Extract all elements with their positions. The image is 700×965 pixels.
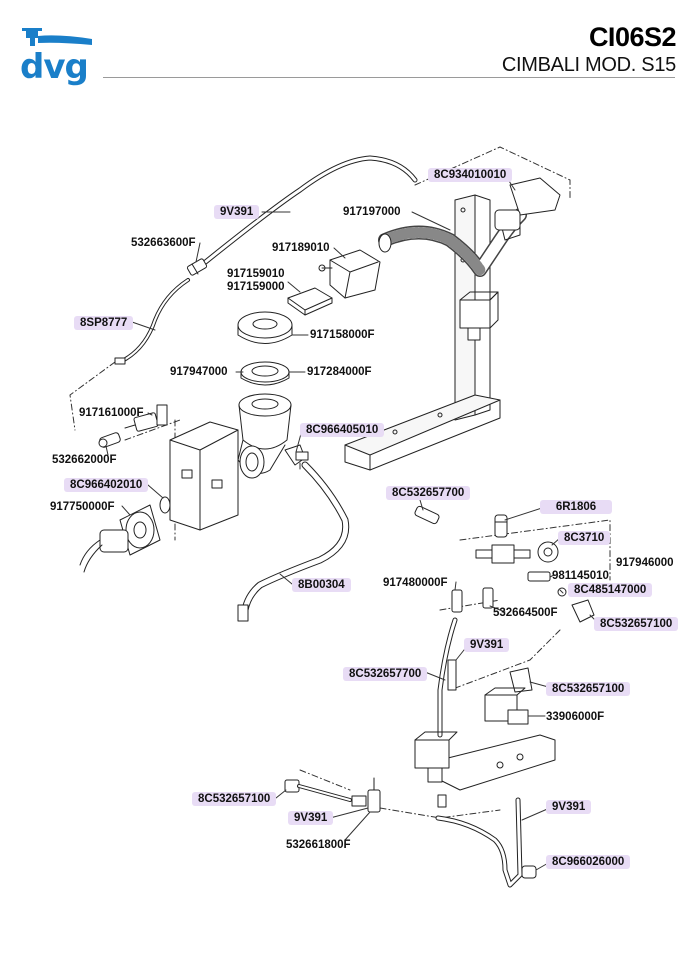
- part-label: 532663600F: [131, 237, 196, 249]
- part-label: 8C934010010: [428, 168, 513, 182]
- part-label: 917947000: [170, 366, 228, 378]
- valve-917161000f: [124, 404, 168, 432]
- part-label: 8C966026000: [546, 855, 631, 869]
- part-label: 917946000: [616, 557, 674, 569]
- gasket-8c966402010: [159, 496, 171, 514]
- part-label: 8C966402010: [64, 478, 149, 492]
- elbow-8c532657100-a: [571, 599, 595, 623]
- hose-8b00304: [237, 461, 350, 622]
- part-label: 917480000F: [383, 577, 448, 589]
- fitting-532662000f: [98, 432, 121, 448]
- valve-33906000f: [484, 687, 529, 725]
- part-label: 917284000F: [307, 366, 372, 378]
- tee-532661800f: [284, 777, 381, 813]
- part-label: 8SP8777: [74, 316, 134, 330]
- part-label: 8C532657100: [546, 682, 631, 696]
- part-label: 9V391: [546, 800, 592, 814]
- part-label: 917197000: [343, 206, 401, 218]
- part-label: 9V391: [464, 638, 510, 652]
- elbow-8c532657100-b: [509, 667, 533, 693]
- part-label: 917189010: [272, 242, 330, 254]
- logo-text: dvg: [20, 47, 89, 87]
- hose-917197000: [378, 208, 527, 277]
- part-label: 917750000F: [50, 501, 115, 513]
- part-label: 33906000F: [546, 711, 605, 723]
- hose-8sp8777: [114, 278, 190, 365]
- header-divider: [103, 77, 675, 78]
- part-label: 8C532657100: [192, 792, 277, 806]
- dvg-logo: dvg: [20, 26, 100, 88]
- part-label: 532661800F: [286, 839, 351, 851]
- part-label: 532662000F: [52, 454, 117, 466]
- part-label: 9V391: [288, 811, 334, 825]
- fitting-8c532657700-upper: [414, 505, 440, 525]
- part-label: 917161000F: [79, 407, 144, 419]
- hose-9v391-bottom: [435, 797, 523, 888]
- part-label: 917159010: [227, 268, 285, 280]
- hose-9v391-middle: [437, 617, 458, 738]
- ring-917284000f: [240, 361, 290, 386]
- fitting-981145010: [527, 571, 551, 582]
- valve-lower-left: [414, 731, 458, 808]
- cap-8c966026000: [521, 865, 537, 879]
- part-label: 8C3710: [558, 531, 611, 545]
- hose-9v391-top: [195, 155, 418, 271]
- group-917947000: [237, 393, 292, 479]
- tap-icon: [22, 28, 92, 46]
- part-label: 532664500F: [493, 607, 558, 619]
- part-label: 8C532657700: [343, 667, 428, 681]
- part-label: 917158000F: [310, 329, 375, 341]
- solenoid-valve-top: [459, 291, 499, 341]
- part-label: 8C485147000: [568, 583, 653, 597]
- part-label: 917159000: [227, 281, 285, 293]
- bracket-8c934010010: [494, 177, 561, 241]
- ring-917158000f: [237, 311, 293, 344]
- part-label: 981145010: [552, 570, 609, 582]
- part-label: 8C532657700: [386, 486, 471, 500]
- nut-8c3710: [537, 541, 559, 563]
- elbow-8c966405010: [284, 444, 309, 466]
- part-label: 8C532657100: [594, 617, 679, 631]
- machine-model: CIMBALI MOD. S15: [501, 54, 676, 76]
- part-label: 8C966405010: [300, 423, 385, 437]
- part-label: 8B00304: [292, 578, 351, 592]
- tee-body: [475, 544, 531, 564]
- mounting-plate: [439, 734, 556, 791]
- cover-917159010: [287, 287, 333, 316]
- fitting-532664500f: [482, 587, 494, 609]
- box-917189010: [318, 249, 381, 299]
- document-code: CI06S2: [588, 22, 677, 52]
- fitting-532663600f: [186, 258, 208, 276]
- nozzle-6r1806: [494, 514, 508, 538]
- fitting-917480000f: [451, 589, 463, 613]
- part-label: 6R1806: [540, 500, 612, 514]
- part-label: 9V391: [214, 205, 260, 219]
- leader-lines: [105, 174, 599, 871]
- housing-box: [169, 421, 239, 531]
- motor-917750000f: [79, 504, 161, 573]
